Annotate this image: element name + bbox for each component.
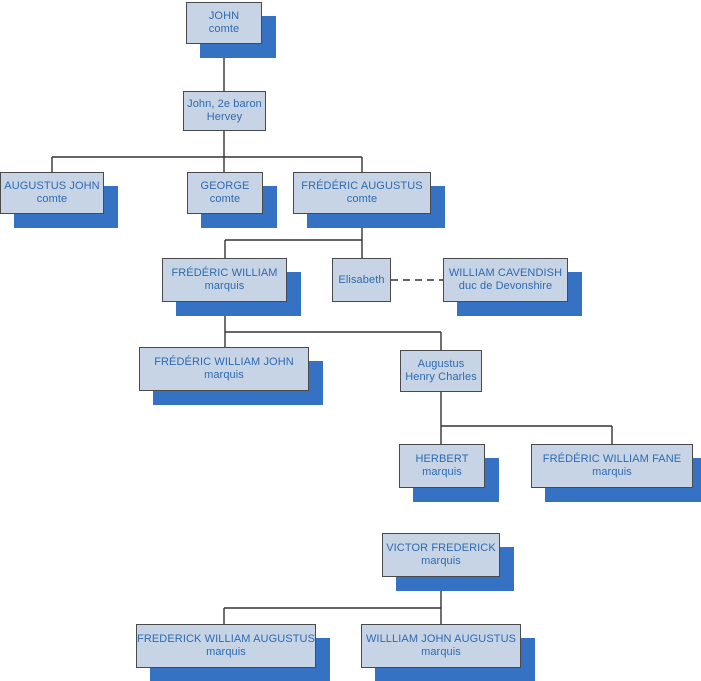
person-name: Augustus (417, 358, 465, 371)
person-title: Henry Charles (405, 371, 477, 383)
person-name: HERBERT (415, 453, 469, 466)
person-title: marquis (204, 280, 245, 292)
person-name: John, 2e baron (187, 98, 262, 111)
person-title: marquis (592, 466, 632, 478)
person-title: duc de Devonshire (458, 280, 553, 292)
person-name: WILLIAM CAVENDISH (448, 267, 563, 280)
person-title: comte (208, 23, 240, 35)
person-name: FRÉDÉRIC WILLIAM FANE (542, 453, 682, 466)
person-name: FRÉDÉRIC AUGUSTUS (301, 180, 423, 193)
person-title: comte (36, 193, 68, 205)
person-name: Elisabeth (338, 273, 385, 286)
person-title: comte (346, 193, 378, 205)
person-title: marquis (204, 369, 244, 381)
person-node-elisabeth[interactable]: Elisabeth (332, 258, 391, 302)
person-name: GEORGE (200, 180, 250, 193)
person-name: JOHN (208, 10, 240, 23)
person-name: AUGUSTUS JOHN (4, 180, 100, 193)
person-name: FRÉDÉRIC WILLIAM JOHN (154, 356, 294, 369)
person-title: marquis (421, 646, 461, 658)
person-name: WILLLIAM JOHN AUGUSTUS (365, 633, 517, 646)
person-title: comte (209, 193, 241, 205)
person-name: FREDERICK WILLIAM AUGUSTUS (137, 633, 316, 646)
person-name: FRÉDÉRIC WILLIAM (171, 267, 278, 280)
person-title: Hervey (206, 111, 243, 123)
person-title: marquis (206, 646, 246, 658)
person-name: VICTOR FREDERICK (386, 542, 496, 555)
person-title: marquis (421, 555, 461, 567)
person-title: marquis (422, 466, 462, 478)
